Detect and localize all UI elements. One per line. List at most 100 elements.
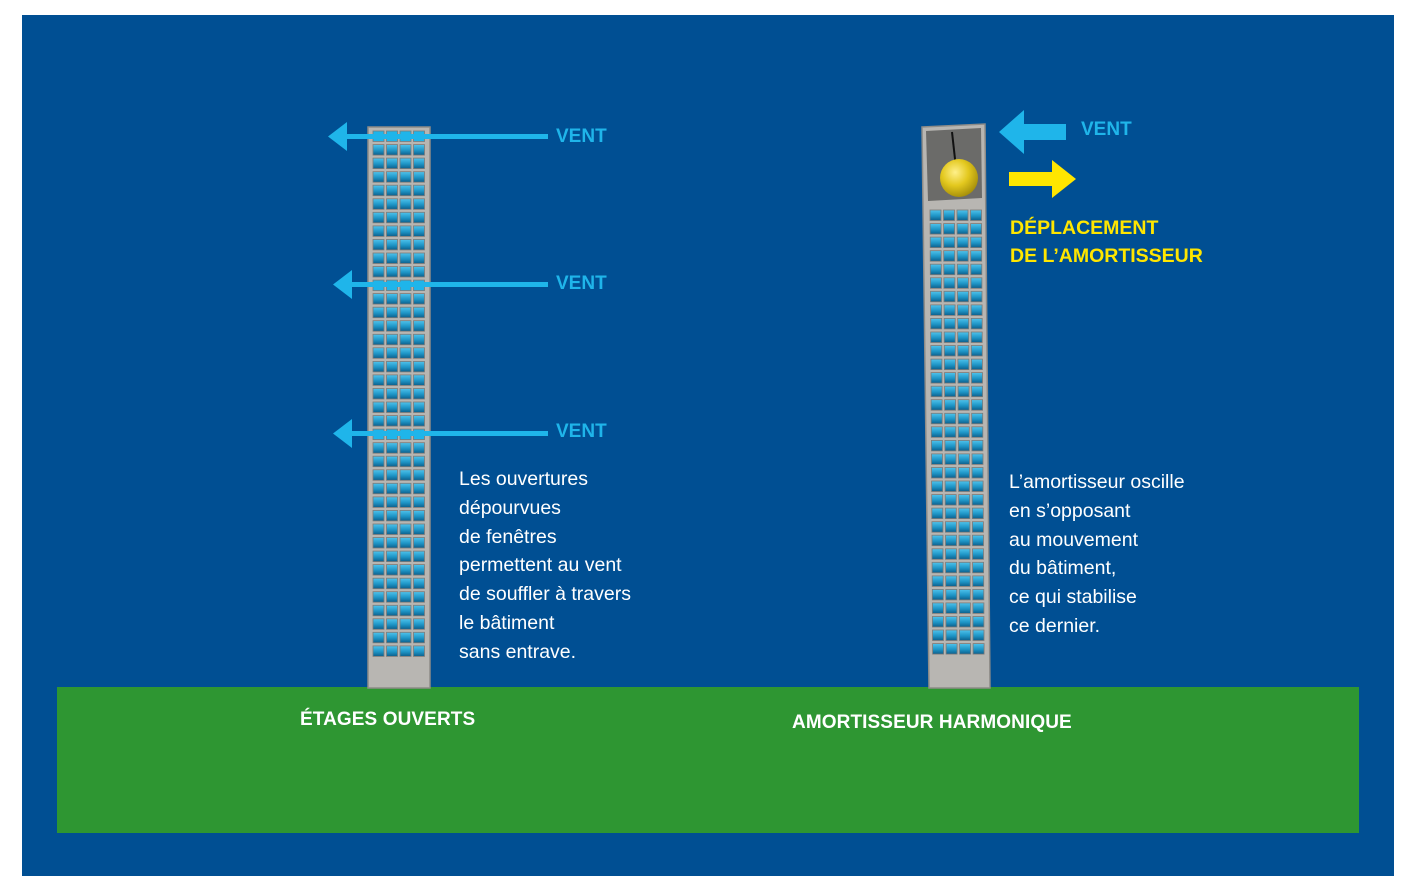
window	[944, 399, 956, 411]
window	[930, 317, 943, 330]
window	[944, 453, 957, 465]
window	[399, 374, 412, 386]
window	[372, 618, 385, 630]
window	[386, 645, 398, 657]
window	[372, 455, 385, 468]
window	[958, 589, 971, 601]
window	[929, 236, 942, 249]
window	[970, 223, 982, 235]
window	[386, 211, 398, 224]
window	[372, 577, 385, 590]
window	[959, 643, 971, 655]
window	[970, 331, 983, 343]
wind-label: VENT	[556, 421, 607, 442]
window	[931, 534, 944, 547]
window	[399, 604, 412, 617]
window	[399, 320, 412, 332]
window	[399, 455, 412, 468]
window	[413, 360, 425, 373]
window	[413, 550, 425, 562]
window	[399, 252, 412, 264]
window	[413, 306, 425, 319]
damper-arrow-right-icon	[1009, 160, 1076, 198]
window	[944, 358, 956, 371]
window	[970, 317, 983, 330]
damper-label-line: DE L’AMORTISSEUR	[1010, 245, 1203, 267]
window	[959, 602, 971, 614]
window	[944, 494, 957, 506]
window	[970, 250, 983, 262]
window	[932, 643, 944, 655]
window	[944, 412, 957, 425]
window	[945, 602, 958, 614]
window	[945, 548, 957, 560]
window	[399, 184, 412, 197]
window	[945, 643, 958, 655]
window	[372, 374, 385, 386]
window	[972, 589, 985, 601]
window	[971, 480, 984, 492]
window	[958, 467, 970, 479]
window	[959, 616, 971, 628]
window	[944, 385, 956, 398]
window	[971, 507, 984, 520]
window	[386, 496, 398, 508]
window	[931, 467, 943, 479]
window	[957, 426, 970, 438]
window	[372, 252, 385, 264]
window	[399, 496, 412, 508]
wind-arrow-left-icon	[328, 122, 548, 151]
window	[399, 266, 412, 278]
window	[372, 469, 385, 481]
window	[930, 399, 943, 411]
window	[971, 494, 984, 506]
window	[972, 575, 985, 587]
window	[399, 225, 412, 237]
window	[930, 372, 943, 384]
window	[413, 455, 425, 468]
window	[413, 293, 425, 305]
window	[944, 480, 957, 492]
window	[386, 537, 398, 549]
window	[943, 250, 956, 262]
wind-label: VENT	[1081, 119, 1132, 140]
window	[413, 266, 425, 278]
window	[372, 442, 385, 454]
window	[931, 521, 944, 533]
window	[386, 320, 398, 332]
description-line: au mouvement	[1009, 528, 1138, 551]
window	[413, 198, 425, 210]
building-icon	[921, 123, 991, 689]
window	[972, 629, 985, 641]
window	[386, 347, 398, 359]
window	[386, 469, 398, 481]
window	[386, 238, 398, 251]
window	[399, 509, 412, 522]
window	[386, 618, 398, 630]
window	[970, 236, 983, 249]
window	[399, 442, 412, 454]
window	[399, 360, 412, 373]
window	[930, 304, 942, 316]
window	[372, 238, 385, 251]
window	[413, 537, 425, 549]
window	[970, 209, 982, 221]
window	[971, 385, 983, 398]
window	[957, 399, 970, 411]
window	[413, 564, 425, 576]
window	[372, 523, 385, 535]
window	[386, 198, 398, 210]
window	[943, 263, 956, 276]
window	[930, 345, 943, 357]
window	[957, 317, 970, 330]
window	[372, 631, 385, 644]
window	[372, 225, 385, 237]
window	[372, 564, 385, 576]
window	[372, 144, 385, 156]
window	[944, 467, 957, 479]
window	[372, 415, 385, 427]
window	[971, 399, 983, 411]
window	[931, 548, 944, 560]
window	[956, 250, 969, 262]
window	[386, 252, 398, 264]
